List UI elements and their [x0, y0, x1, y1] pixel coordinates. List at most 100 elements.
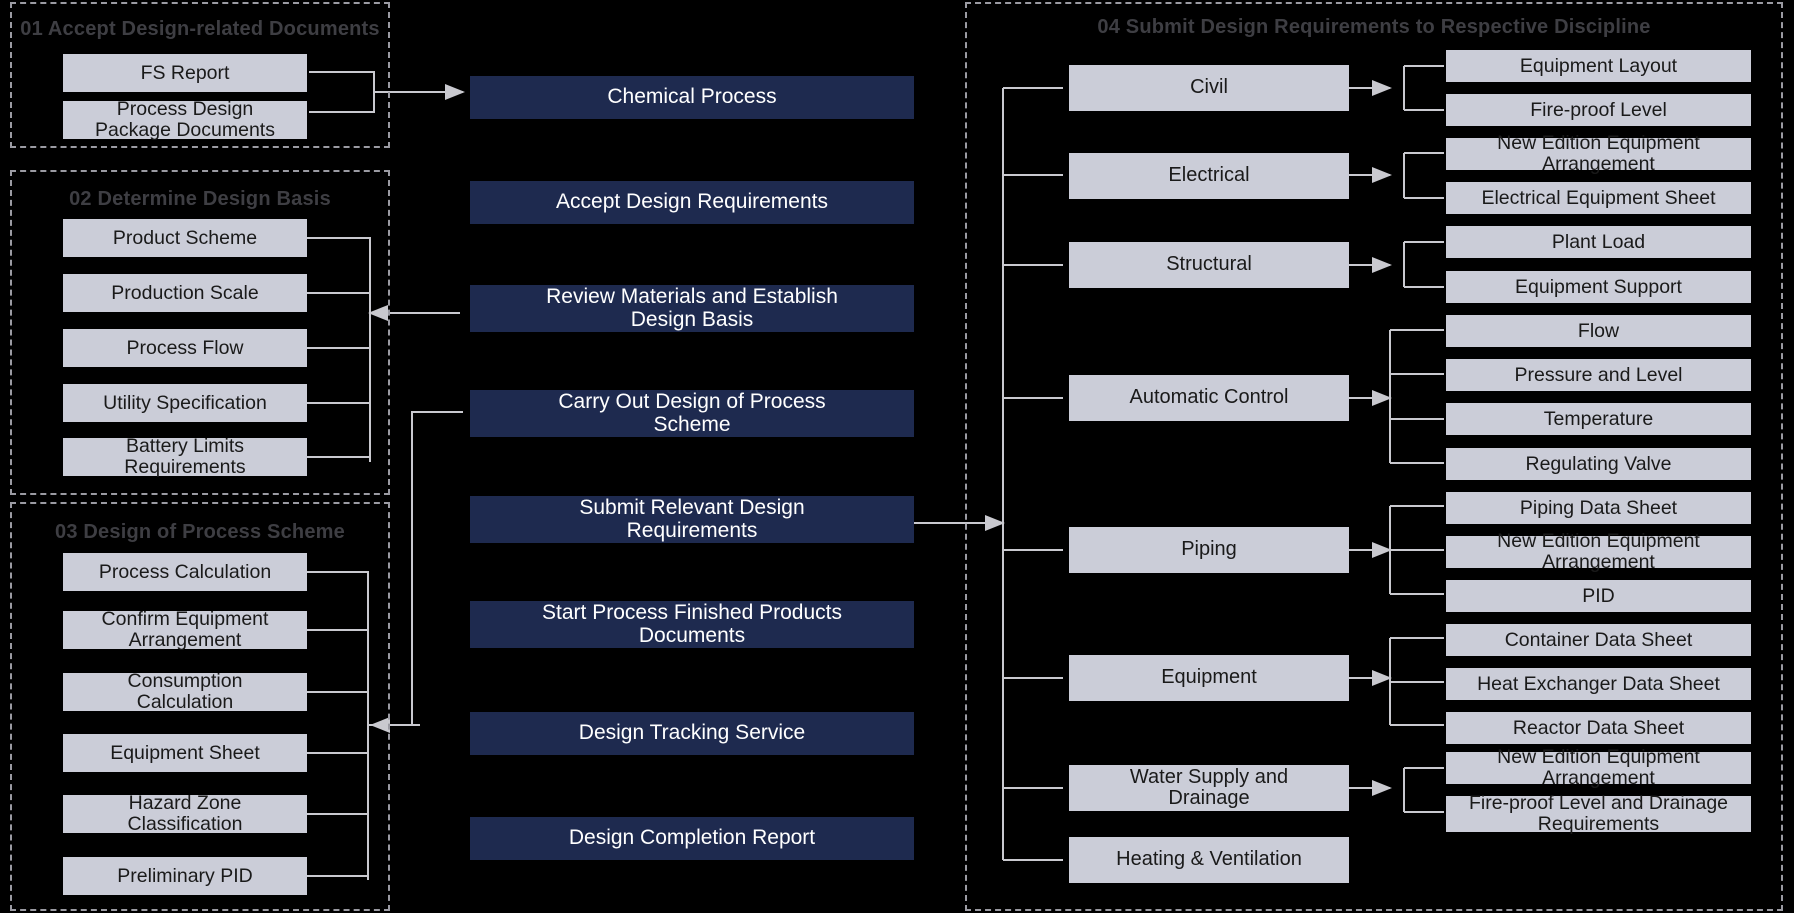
discipline-label: Civil — [1190, 76, 1228, 99]
deliverable-label: Reactor Data Sheet — [1512, 716, 1685, 739]
group-04-title: 04 Submit Design Requirements to Respect… — [1097, 16, 1651, 38]
node-label: Process Calculation — [98, 560, 272, 583]
node-label: Utility Specification — [103, 391, 267, 414]
deliverable-container-data-sheet[interactable]: Container Data Sheet — [1446, 624, 1751, 656]
group-04-frame: 04 Submit Design Requirements to Respect… — [965, 2, 1783, 911]
discipline-label: Heating & Ventilation — [1116, 848, 1302, 871]
step-label: Chemical Process — [607, 85, 777, 109]
discipline-electrical[interactable]: Electrical — [1069, 153, 1349, 199]
step-design-tracking-service[interactable]: Design Tracking Service — [470, 712, 914, 755]
step-label: Design Tracking Service — [578, 721, 806, 745]
deliverable-label: Pressure and Level — [1514, 363, 1683, 386]
deliverable-pressure-and-level[interactable]: Pressure and Level — [1446, 359, 1751, 391]
group-02-frame: 02 Determine Design Basis — [10, 170, 390, 495]
discipline-heating-ventilation[interactable]: Heating & Ventilation — [1069, 837, 1349, 883]
deliverable-label: Regulating Valve — [1525, 452, 1672, 475]
group-01-title: 01 Accept Design-related Documents — [20, 18, 380, 40]
deliverable-label: Container Data Sheet — [1504, 628, 1693, 651]
deliverable-plant-load[interactable]: Plant Load — [1446, 226, 1751, 258]
deliverable-temperature[interactable]: Temperature — [1446, 403, 1751, 435]
discipline-automatic-control[interactable]: Automatic Control — [1069, 375, 1349, 421]
deliverable-label: Fire-proof Level — [1530, 98, 1667, 121]
deliverable-electrical-equipment-sheet[interactable]: Electrical Equipment Sheet — [1446, 182, 1751, 214]
node-utility-specification[interactable]: Utility Specification — [63, 384, 307, 422]
deliverable-label: PID — [1582, 584, 1615, 607]
step-label: Accept Design Requirements — [556, 190, 828, 214]
discipline-label: Automatic Control — [1129, 386, 1289, 409]
deliverable-pid[interactable]: PID — [1446, 580, 1751, 612]
deliverable-equipment-support[interactable]: Equipment Support — [1446, 271, 1751, 303]
node-preliminary-pid[interactable]: Preliminary PID — [63, 857, 307, 895]
deliverable-label: Temperature — [1543, 407, 1654, 430]
step-accept-design-requirements[interactable]: Accept Design Requirements — [470, 181, 914, 224]
node-process-calculation[interactable]: Process Calculation — [63, 553, 307, 591]
node-label: Process Flow — [126, 336, 244, 359]
group-01-frame: 01 Accept Design-related Documents — [10, 2, 390, 148]
group-02-title: 02 Determine Design Basis — [69, 188, 331, 210]
deliverable-equipment-layout[interactable]: Equipment Layout — [1446, 50, 1751, 82]
deliverable-piping-data-sheet[interactable]: Piping Data Sheet — [1446, 492, 1751, 524]
node-label: Equipment Sheet — [110, 741, 260, 764]
deliverable-label: Plant Load — [1551, 230, 1646, 253]
discipline-civil[interactable]: Civil — [1069, 65, 1349, 111]
node-label: Preliminary PID — [117, 864, 253, 887]
deliverable-reactor-data-sheet[interactable]: Reactor Data Sheet — [1446, 712, 1751, 744]
discipline-piping[interactable]: Piping — [1069, 527, 1349, 573]
deliverable-label: Flow — [1577, 319, 1620, 342]
step-design-completion-report[interactable]: Design Completion Report — [470, 817, 914, 860]
node-process-flow[interactable]: Process Flow — [63, 329, 307, 367]
group-03-title: 03 Design of Process Scheme — [55, 521, 345, 543]
node-production-scale[interactable]: Production Scale — [63, 274, 307, 312]
deliverable-label: Electrical Equipment Sheet — [1481, 186, 1716, 209]
deliverable-label: Equipment Support — [1515, 275, 1682, 298]
discipline-label: Structural — [1166, 253, 1252, 276]
deliverable-heat-exchanger-data-sheet[interactable]: Heat Exchanger Data Sheet — [1446, 668, 1751, 700]
node-equipment-sheet[interactable]: Equipment Sheet — [63, 734, 307, 772]
deliverable-regulating-valve[interactable]: Regulating Valve — [1446, 448, 1751, 480]
discipline-label: Equipment — [1161, 666, 1257, 689]
deliverable-label: Heat Exchanger Data Sheet — [1477, 672, 1720, 695]
deliverable-label: Piping Data Sheet — [1519, 496, 1678, 519]
step-chemical-process[interactable]: Chemical Process — [470, 76, 914, 119]
node-label: Production Scale — [111, 281, 259, 304]
discipline-equipment[interactable]: Equipment — [1069, 655, 1349, 701]
deliverable-label: Equipment Layout — [1519, 54, 1678, 77]
node-fs-report[interactable]: FS Report — [63, 54, 307, 92]
discipline-label: Electrical — [1168, 164, 1250, 187]
discipline-structural[interactable]: Structural — [1069, 242, 1349, 288]
deliverable-fire-proof-level[interactable]: Fire-proof Level — [1446, 94, 1751, 126]
node-product-scheme[interactable]: Product Scheme — [63, 219, 307, 257]
deliverable-flow[interactable]: Flow — [1446, 315, 1751, 347]
node-label: Product Scheme — [112, 226, 258, 249]
group-03-frame: 03 Design of Process Scheme — [10, 502, 390, 911]
